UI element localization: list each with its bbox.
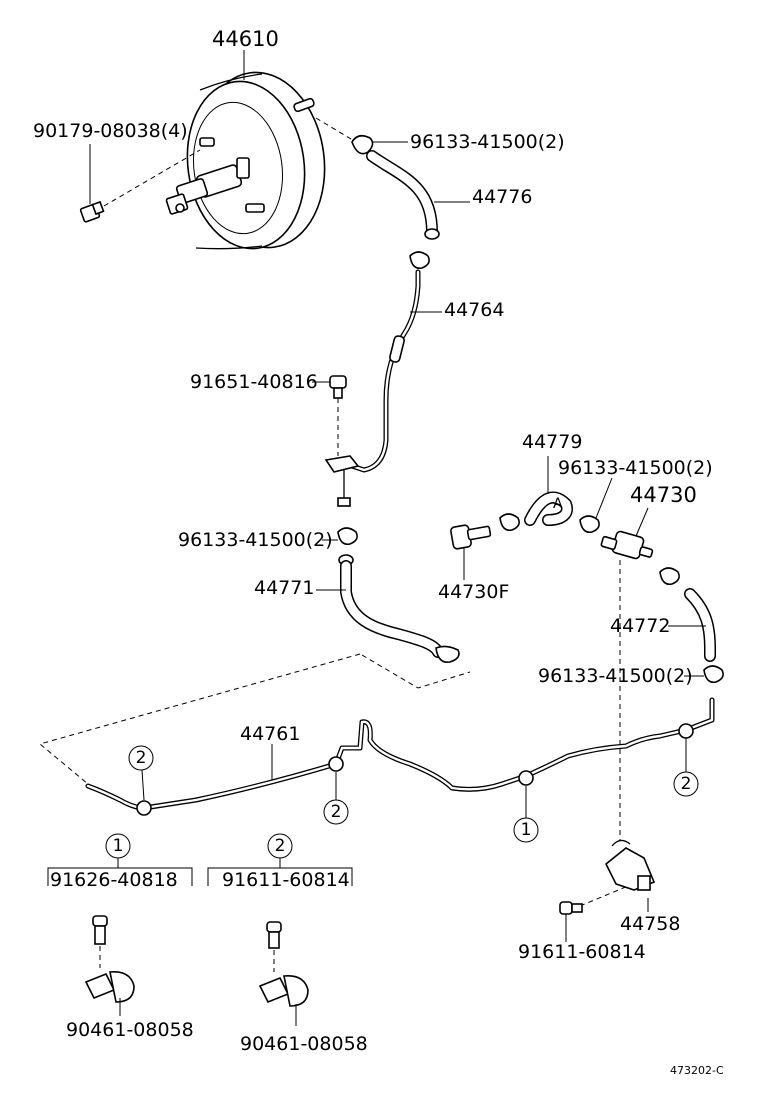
label-clip-mid-right: 96133-41500(2) (558, 457, 713, 479)
hose-mid (338, 554, 460, 664)
pipe-bracket-right (604, 839, 656, 891)
leader-clip-mid-right (595, 477, 613, 519)
dash-guide-bracket (579, 885, 629, 907)
label-clip-mid-left: 96133-41500(2) (178, 529, 333, 551)
group-2: 2 91611-60814 90461-08058 (207, 833, 368, 1055)
pipe-main (85, 697, 715, 816)
clip-mid-left-icon (337, 527, 358, 546)
label-clip-right: 96133-41500(2) (538, 665, 693, 687)
leader-check-valve (635, 507, 649, 537)
bolt-bracket-icon (559, 901, 583, 915)
label-group2-clamp: 90461-08058 (240, 1033, 368, 1055)
label-hose-mid: 44771 (254, 577, 314, 599)
group-1: 1 91626-40818 90461-08058 (47, 833, 194, 1041)
group1-clamp-icon (84, 970, 135, 1003)
booster-bolt-icon (79, 200, 105, 223)
hose-upper (366, 150, 440, 240)
label-hose-upper: 44776 (472, 186, 532, 208)
callout-1-right: 1 (513, 786, 539, 843)
clip-check-valve-icon (499, 513, 520, 532)
label-bolt-bracket: 91611-60814 (518, 941, 646, 963)
clip-top-icon (351, 134, 374, 155)
clip-upper-pipe-icon (409, 251, 430, 270)
diagram-code: 473202-C (670, 1064, 724, 1077)
pipe-upper (337, 269, 421, 473)
label-check-valve: 44730 (630, 483, 697, 507)
label-hose-right: 44772 (610, 615, 670, 637)
dash-bolt (103, 149, 201, 207)
callout-2-far-right: 2 (673, 738, 699, 797)
check-valve-icon (600, 530, 654, 560)
label-pipe-upper: 44764 (444, 299, 504, 321)
label-booster: 44610 (212, 27, 279, 51)
label-group1-clamp: 90461-08058 (66, 1019, 194, 1041)
label-union: 44730F (438, 581, 509, 603)
bolt-mid-icon (329, 375, 347, 399)
label-pipe-main: 44761 (240, 723, 300, 745)
clip-hose-right-top-icon (659, 567, 680, 586)
svg-text:2: 2 (136, 748, 147, 768)
dash-guide-hose (361, 654, 471, 689)
clip-right-icon (703, 665, 724, 684)
label-bolt-mid: 91651-40816 (190, 371, 318, 393)
label-bracket: 44758 (620, 913, 680, 935)
pipe-bracket-icon (324, 455, 360, 507)
group2-clamp-icon (258, 974, 309, 1007)
dash-guide-main (38, 653, 361, 785)
callout-2-left: 2 (128, 745, 154, 801)
brake-booster (165, 71, 326, 250)
label-check-valve-hose: 44779 (522, 431, 582, 453)
label-clip-top: 96133-41500(2) (410, 131, 565, 153)
group2-bolt-icon (266, 921, 282, 949)
label-booster-bolt: 90179-08038(4) (33, 120, 188, 142)
svg-text:2: 2 (681, 774, 692, 794)
svg-text:2: 2 (331, 802, 342, 822)
label-group2-bolt: 91611-60814 (222, 869, 350, 891)
union-icon (450, 524, 492, 550)
hose-right (684, 588, 716, 662)
view-mark-a: A (553, 496, 563, 512)
svg-text:1: 1 (113, 836, 124, 856)
label-group1-bolt: 91626-40818 (50, 869, 178, 891)
check-valve-hose: A (524, 491, 573, 526)
svg-text:2: 2 (275, 836, 286, 856)
callout-2-center: 2 (323, 772, 349, 825)
svg-text:1: 1 (521, 820, 532, 840)
dash-top-clip (315, 117, 357, 143)
clip-mid-right-icon (579, 515, 600, 534)
group1-bolt-icon (92, 915, 108, 945)
